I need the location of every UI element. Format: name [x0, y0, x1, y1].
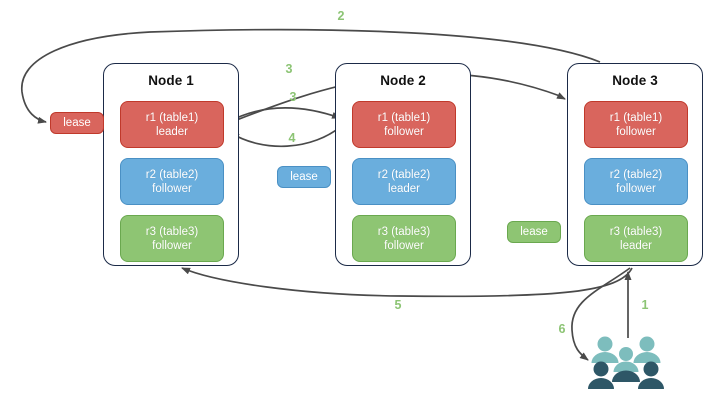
node-card-node3: Node 3 r1 (table1) follower r2 (table2) …: [567, 63, 703, 266]
node-title-node1: Node 1: [148, 73, 194, 88]
step-label-6: 6: [558, 322, 566, 336]
replica-node1-r2[interactable]: r2 (table2) follower: [120, 158, 224, 205]
replica-role: leader: [156, 125, 188, 138]
edge-step-5: [181, 267, 633, 298]
replica-role: follower: [616, 182, 656, 195]
replica-node3-r2[interactable]: r2 (table2) follower: [584, 158, 688, 205]
step-label-4: 4: [288, 131, 296, 145]
replica-name: r2 (table2): [609, 168, 663, 181]
replica-node3-r1[interactable]: r1 (table1) follower: [584, 101, 688, 148]
replica-role: follower: [152, 182, 192, 195]
replica-node1-r3[interactable]: r3 (table3) follower: [120, 215, 224, 262]
replica-node2-r2[interactable]: r2 (table2) leader: [352, 158, 456, 205]
lease-chip-r1[interactable]: lease: [50, 112, 104, 134]
replica-role: leader: [388, 182, 420, 195]
node-card-node1: Node 1 r1 (table1) leader r2 (table2) fo…: [103, 63, 239, 266]
replica-name: r2 (table2): [145, 168, 199, 181]
replica-name: r3 (table3): [377, 225, 431, 238]
replica-node3-r3[interactable]: r3 (table3) leader: [584, 215, 688, 262]
step-label-3b: 3: [289, 90, 297, 104]
replica-name: r1 (table1): [145, 111, 199, 124]
replica-role: follower: [616, 125, 656, 138]
replica-name: r1 (table1): [377, 111, 431, 124]
replica-role: follower: [384, 125, 424, 138]
lease-chip-r2[interactable]: lease: [277, 166, 331, 188]
people-group-icon: [588, 336, 664, 389]
step-label-3a: 3: [285, 62, 293, 76]
node-title-node3: Node 3: [612, 73, 658, 88]
replica-node2-r1[interactable]: r1 (table1) follower: [352, 101, 456, 148]
step-label-5: 5: [394, 298, 402, 312]
replica-name: r3 (table3): [145, 225, 199, 238]
replica-name: r2 (table2): [377, 168, 431, 181]
lease-chip-r3[interactable]: lease: [507, 221, 561, 243]
replica-name: r3 (table3): [609, 225, 663, 238]
step-label-1: 1: [641, 298, 649, 312]
replica-role: follower: [384, 239, 424, 252]
replica-role: follower: [152, 239, 192, 252]
replica-node2-r3[interactable]: r3 (table3) follower: [352, 215, 456, 262]
edge-step-3-node2: [227, 107, 341, 123]
replica-name: r1 (table1): [609, 111, 663, 124]
replica-node1-r1[interactable]: r1 (table1) leader: [120, 101, 224, 148]
node-title-node2: Node 2: [380, 73, 426, 88]
node-card-node2: Node 2 r1 (table1) follower r2 (table2) …: [335, 63, 471, 266]
replica-role: leader: [620, 239, 652, 252]
step-label-2: 2: [337, 9, 345, 23]
